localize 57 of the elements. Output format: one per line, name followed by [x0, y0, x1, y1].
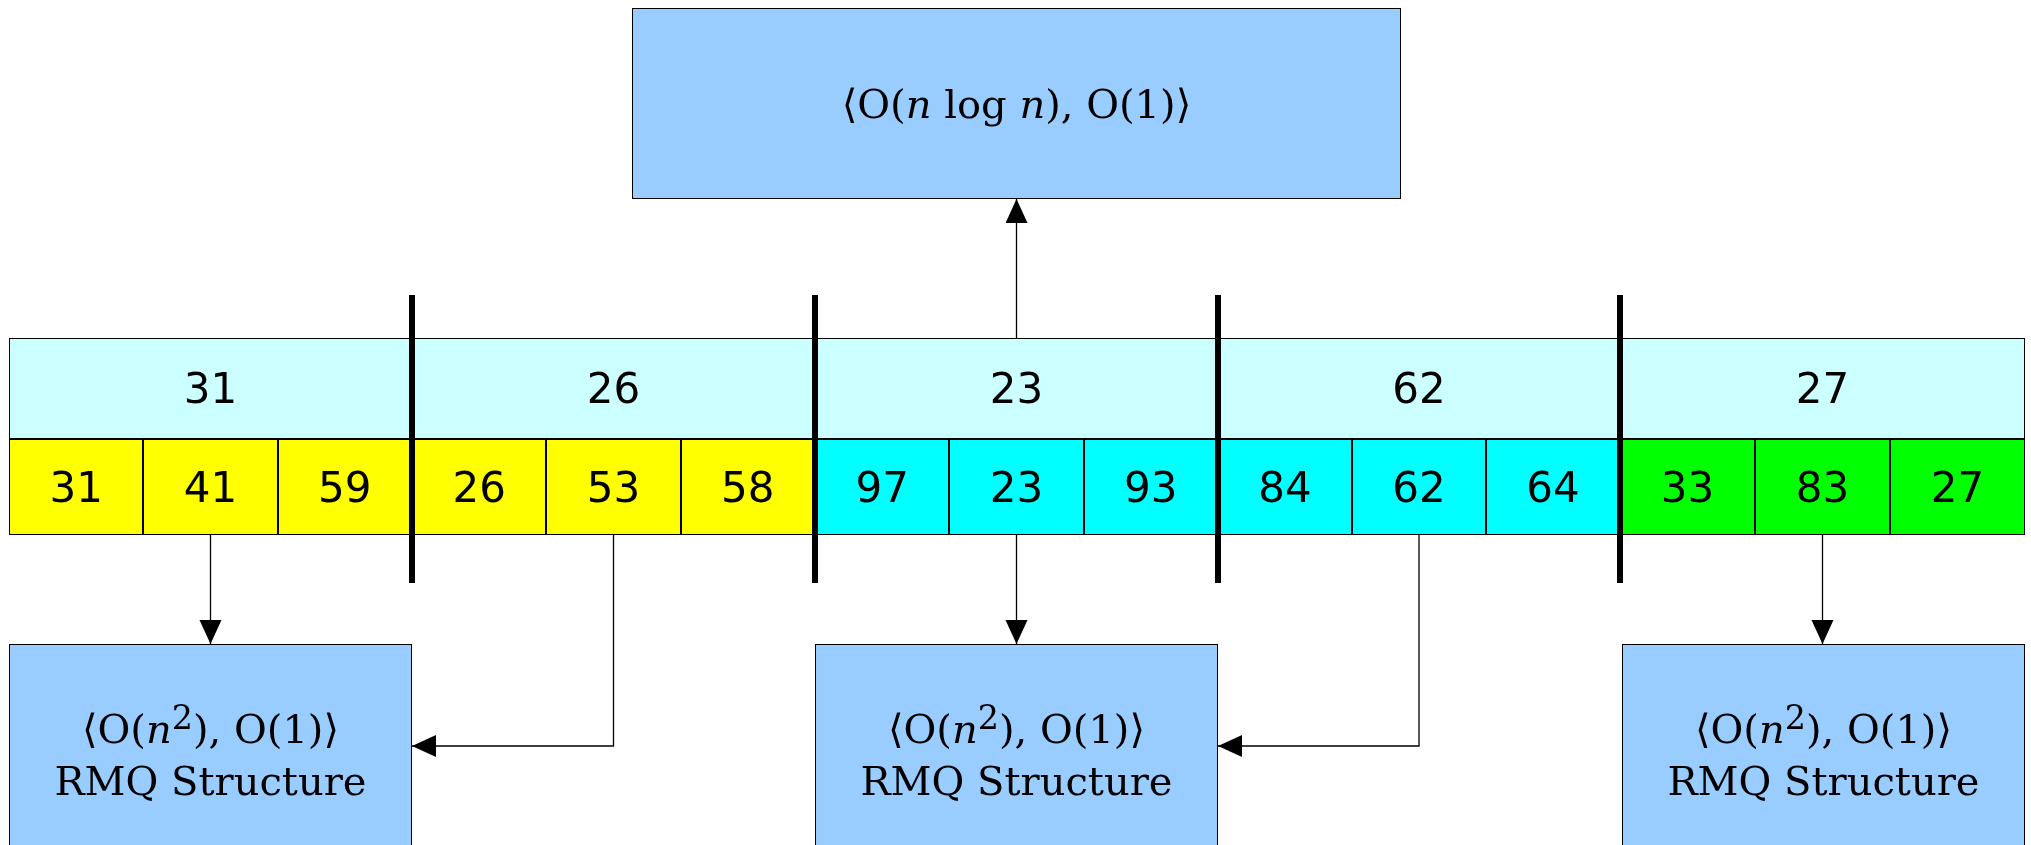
value-label: 27	[1930, 462, 1985, 512]
complexity-label: ⟨O(n$^{2}$), O(1)⟩	[81, 696, 340, 755]
value-label: 62	[1392, 364, 1446, 413]
value-label: 26	[452, 462, 506, 512]
array-cell	[277, 439, 412, 535]
arrow	[1811, 534, 1834, 645]
value-label: 31	[49, 462, 103, 512]
value-label: 97	[855, 462, 909, 512]
complexity-label: RMQ Structure	[860, 757, 1173, 807]
structure-box	[1622, 644, 2025, 845]
array-cell	[1620, 439, 1755, 535]
value-label: 33	[1660, 462, 1715, 512]
array-cell	[412, 439, 547, 535]
complexity-label: ⟨O(n$^{2}$), O(1)⟩	[887, 696, 1146, 755]
array-cell	[1755, 439, 1890, 535]
array-cell	[546, 439, 681, 535]
array-cell	[1083, 439, 1218, 535]
complexity-label: ⟨O(n log n), O(1)⟩	[841, 79, 1192, 129]
value-label: 93	[1124, 462, 1178, 512]
structure-box	[632, 8, 1401, 199]
arrow	[411, 534, 615, 757]
arrow	[1005, 534, 1028, 645]
value-label: 23	[989, 462, 1044, 512]
array-cell	[815, 439, 950, 535]
block-minimum-cell	[1620, 338, 2025, 439]
value-label: 31	[183, 364, 238, 413]
array-cell	[680, 439, 815, 535]
value-label: 23	[989, 364, 1044, 413]
structure-box	[815, 644, 1218, 845]
block-minimum-cell	[412, 338, 815, 439]
array-cell	[1352, 439, 1486, 535]
arrow	[1005, 198, 1028, 339]
block-minimum-cell	[9, 338, 412, 439]
array-cell	[1486, 439, 1620, 535]
array-cell	[949, 439, 1084, 535]
array-cell	[143, 439, 278, 535]
array-cell	[9, 439, 144, 535]
value-label: 62	[1392, 462, 1446, 512]
complexity-label: RMQ Structure	[54, 757, 367, 807]
value-label: 83	[1795, 462, 1850, 512]
value-label: 27	[1795, 364, 1850, 413]
array-cell	[1890, 439, 2025, 535]
structure-box	[9, 644, 412, 845]
value-label: 26	[586, 364, 641, 413]
block-minimum-cell	[815, 338, 1218, 439]
array-cell	[1218, 439, 1352, 535]
value-label: 53	[586, 462, 641, 512]
arrow	[1217, 534, 1420, 757]
value-label: 58	[721, 462, 775, 512]
arrow	[199, 534, 222, 645]
complexity-label: RMQ Structure	[1667, 757, 1980, 807]
value-label: 59	[318, 462, 372, 512]
value-label: 41	[183, 462, 238, 512]
block-minimum-cell	[1218, 338, 1620, 439]
value-label: 64	[1526, 462, 1580, 512]
value-label: 84	[1258, 462, 1312, 512]
complexity-label: ⟨O(n$^{2}$), O(1)⟩	[1694, 696, 1953, 755]
